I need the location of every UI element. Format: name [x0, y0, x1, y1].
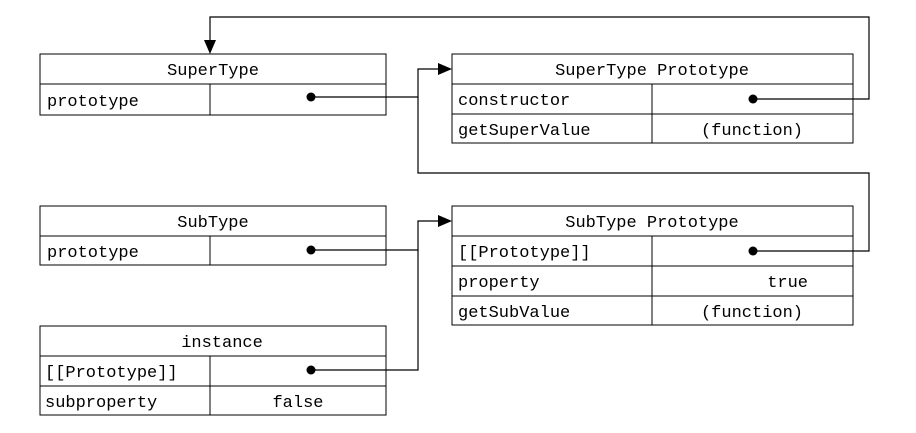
- supertype-prototype-row-value: (function): [701, 122, 803, 141]
- instance-row-key: [[Prototype]]: [45, 364, 178, 383]
- arrowhead-into-supertype: [204, 40, 216, 54]
- subtype-to-subtype-prototype-connector: [311, 220, 440, 251]
- instance-title: instance: [181, 334, 263, 353]
- supertype-title: SuperType: [167, 62, 259, 81]
- constructor-to-supertype-connector: [209, 16, 870, 100]
- subtype-box: SubType prototype: [39, 205, 387, 266]
- instance-row-value: false: [272, 394, 323, 413]
- arrowhead-into-subtype-prototype: [438, 215, 452, 227]
- subtype-prototype-row-key: [[Prototype]]: [458, 244, 591, 263]
- subtype-prototype-row-key: getSubValue: [458, 304, 570, 323]
- supertype-prototype-title: SuperType Prototype: [555, 62, 749, 81]
- supertype-prototype-row-key: getSuperValue: [458, 122, 591, 141]
- subtype-row-key: prototype: [47, 244, 139, 263]
- subtype-title: SubType: [177, 214, 248, 233]
- supertype-box: SuperType prototype: [39, 53, 387, 116]
- subtype-prototype-row-value: true: [767, 274, 808, 293]
- instance-to-subtype-prototype-connector: [311, 250, 419, 371]
- supertype-prototype-row-key: constructor: [458, 92, 570, 111]
- subtype-prototype-row-key: property: [458, 274, 540, 293]
- supertype-to-supertype-prototype-connector: [311, 68, 440, 98]
- instance-row-key: subproperty: [45, 394, 157, 413]
- subtype-prototype-to-supertype-prototype-connector: [417, 97, 870, 252]
- arrowhead-into-supertype-prototype: [438, 63, 452, 75]
- subtype-prototype-row-value: (function): [701, 304, 803, 323]
- supertype-row-key: prototype: [47, 93, 139, 112]
- subtype-prototype-box: SubType Prototype [[Prototype]] property…: [451, 205, 854, 326]
- subtype-prototype-title: SubType Prototype: [565, 214, 738, 233]
